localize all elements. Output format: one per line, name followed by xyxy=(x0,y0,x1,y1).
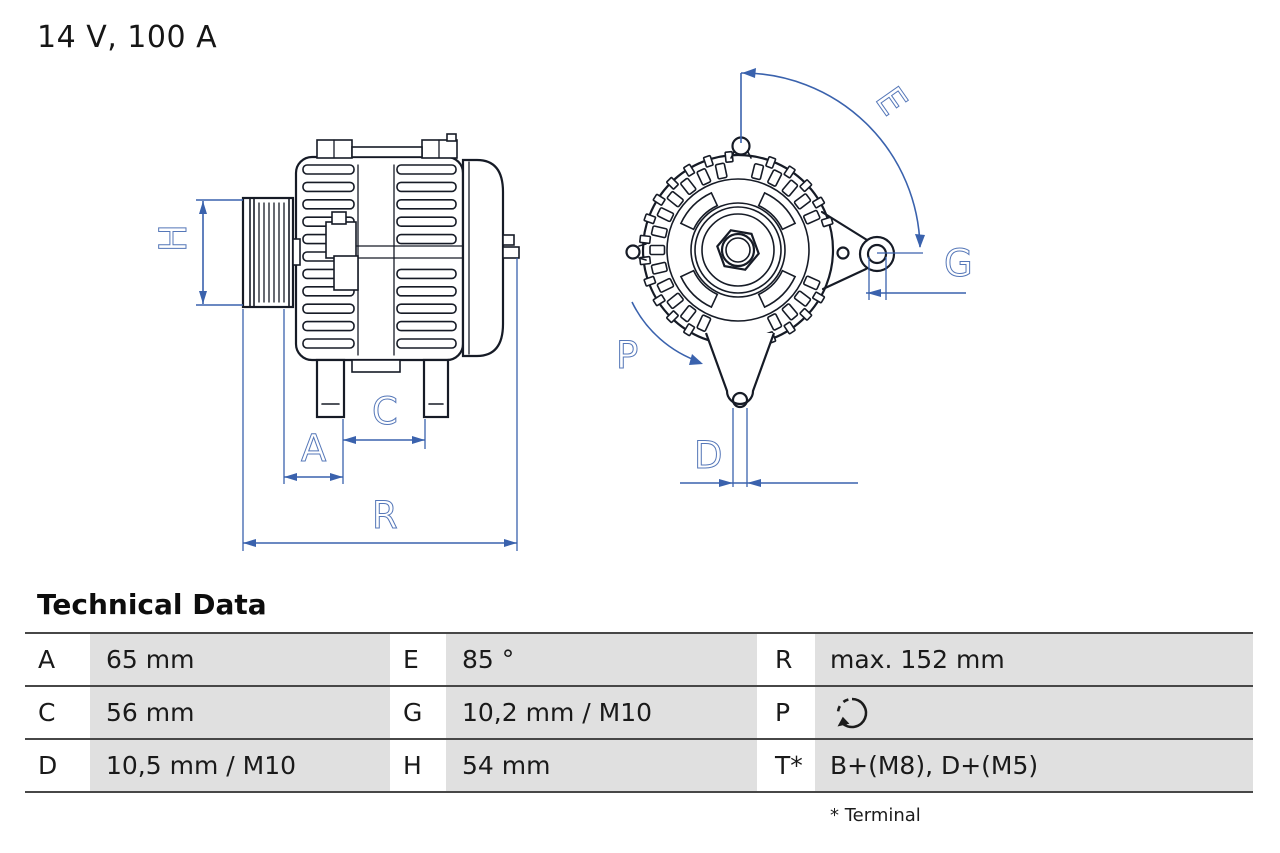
dim-label-a: A xyxy=(301,427,326,470)
spec-value: 56 mm xyxy=(90,687,390,738)
shaft-nut xyxy=(716,229,760,271)
terminal-stud-d xyxy=(502,246,520,259)
spec-value: B+(M8), D+(M5) xyxy=(815,740,1253,791)
spec-value: 85 ° xyxy=(446,634,757,685)
mounting-foot-left xyxy=(315,358,346,419)
table-row: A 65 mm E 85 ° R max. 152 mm xyxy=(25,634,1253,687)
dim-label-r: R xyxy=(372,494,398,537)
dim-label-e: E xyxy=(867,79,916,123)
spec-value: 10,5 mm / M10 xyxy=(90,740,390,791)
spec-key: A xyxy=(25,634,90,685)
spec-value-rotation xyxy=(815,687,1253,738)
spec-value: 65 mm xyxy=(90,634,390,685)
counterclockwise-rotation-icon xyxy=(836,697,868,728)
spec-key: E xyxy=(390,634,446,685)
voltage-amperage-title: 14 V, 100 A xyxy=(37,20,218,55)
alternator-technical-drawing: H A C R xyxy=(152,68,973,551)
technical-data-table: A 65 mm E 85 ° R max. 152 mm C 56 mm G 1… xyxy=(25,632,1253,793)
dim-label-g: G xyxy=(944,242,973,285)
table-row: C 56 mm G 10,2 mm / M10 P xyxy=(25,687,1253,740)
dim-label-d: D xyxy=(694,434,723,477)
table-row: D 10,5 mm / M10 H 54 mm T* B+(M8), D+(M5… xyxy=(25,740,1253,793)
spec-key: T* xyxy=(757,740,815,791)
spec-key: D xyxy=(25,740,90,791)
vent-slot-ring xyxy=(639,150,834,345)
spec-value: 10,2 mm / M10 xyxy=(446,687,757,738)
bottom-mounting-foot xyxy=(704,332,776,406)
spec-key: R xyxy=(757,634,815,685)
spec-key: C xyxy=(25,687,90,738)
spec-key: P xyxy=(757,687,815,738)
cooling-fins-right xyxy=(396,164,457,349)
dim-label-p: P xyxy=(616,334,638,377)
adjustment-arm-boss xyxy=(858,235,896,273)
mounting-foot-right xyxy=(422,358,450,419)
spec-key: H xyxy=(390,740,446,791)
dim-label-h: H xyxy=(152,224,195,252)
spec-value: max. 152 mm xyxy=(815,634,1253,685)
side-view-drawing: H A C R xyxy=(152,133,520,551)
technical-data-heading: Technical Data xyxy=(37,588,267,621)
front-view-drawing: E G P D xyxy=(616,68,973,487)
spec-value: 54 mm xyxy=(446,740,757,791)
spec-key: G xyxy=(390,687,446,738)
terminal-stud-b xyxy=(502,234,515,246)
pulley xyxy=(241,196,295,309)
left-mounting-lug xyxy=(625,244,641,260)
side-view-dimensions: H A C R xyxy=(152,199,518,551)
terminal-footnote: * Terminal xyxy=(830,805,921,826)
dim-label-c: C xyxy=(372,390,398,433)
